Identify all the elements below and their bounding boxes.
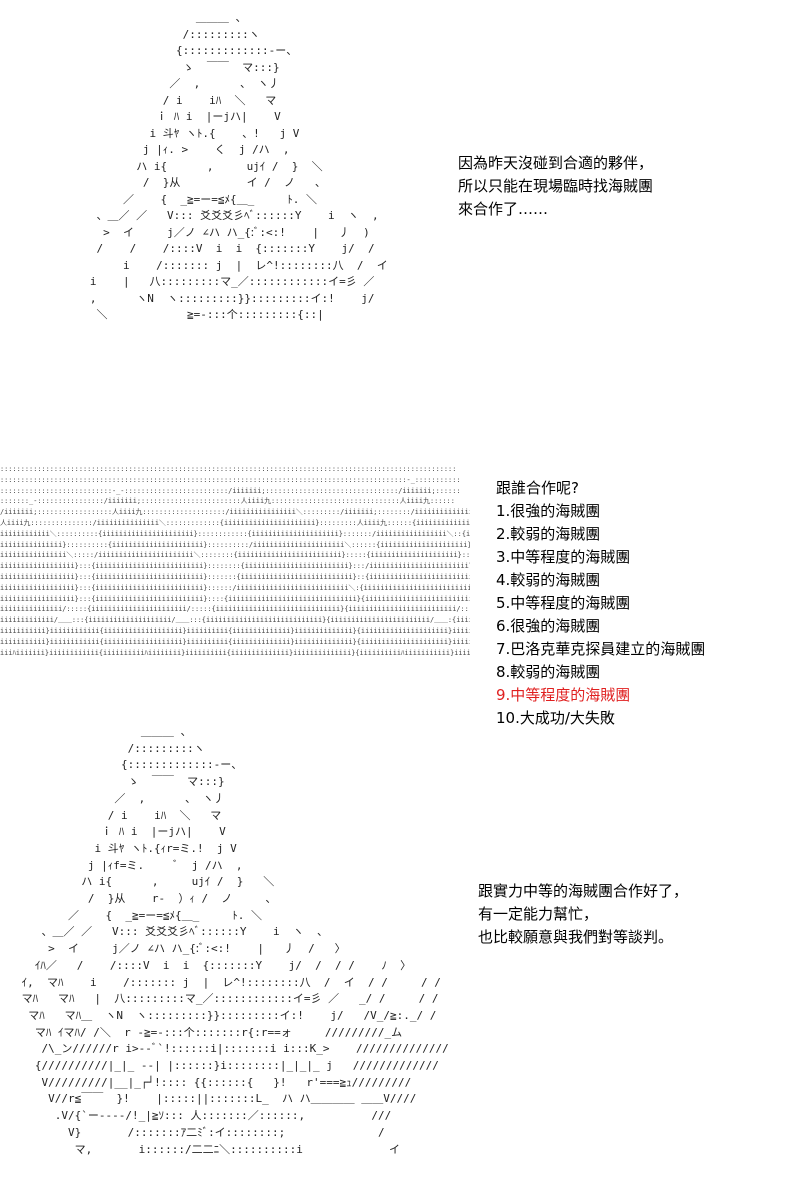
- dialog-line: 也比較願意與我們對等談判。: [478, 928, 674, 946]
- option-item-8: 8.較弱的海賊團: [496, 663, 601, 681]
- ascii-art-pirate-crowd: ::::::::::::::::::::::::::::::::::::::::…: [0, 465, 470, 657]
- option-item-4: 4.較弱的海賊團: [496, 571, 601, 589]
- ascii-art-character-decided: ＿＿＿ 、 /:::::::::ヽ {:::::::::::::-ー、 ゝ ￣￣…: [21, 725, 449, 1156]
- option-item-1: 1.很強的海賊團: [496, 502, 601, 520]
- option-item-5: 5.中等程度的海賊團: [496, 594, 631, 612]
- options-title: 跟誰合作呢?: [496, 479, 579, 497]
- option-item-6: 6.很強的海賊團: [496, 617, 601, 635]
- dialog-line: 因為昨天沒碰到合適的夥伴，: [458, 154, 654, 172]
- ascii-art-character-thinking: ＿＿＿ 、 /:::::::::ヽ {:::::::::::::-ー、 ゝ ￣￣…: [89, 11, 388, 321]
- option-item-2: 2.較弱的海賊團: [496, 525, 601, 543]
- dialog-line: 有一定能力幫忙，: [478, 905, 599, 923]
- dice-options-list: 跟誰合作呢? 1.很強的海賊團 2.較弱的海賊團 3.中等程度的海賊團 4.較弱…: [496, 477, 705, 730]
- dialog-narration-1: 因為昨天沒碰到合適的夥伴， 所以只能在現場臨時找海賊團 來合作了……: [458, 152, 653, 221]
- dialog-line: 跟實力中等的海賊團合作好了，: [478, 882, 689, 900]
- dialog-line: 來合作了……: [458, 200, 549, 218]
- dialog-narration-3: 跟實力中等的海賊團合作好了， 有一定能力幫忙， 也比較願意與我們對等談判。: [478, 880, 688, 949]
- dialog-line: 所以只能在現場臨時找海賊團: [458, 177, 654, 195]
- option-item-3: 3.中等程度的海賊團: [496, 548, 631, 566]
- option-item-9-selected: 9.中等程度的海賊團: [496, 686, 631, 704]
- option-item-10: 10.大成功/大失敗: [496, 709, 615, 727]
- option-item-7: 7.巴洛克華克探員建立的海賊團: [496, 640, 706, 658]
